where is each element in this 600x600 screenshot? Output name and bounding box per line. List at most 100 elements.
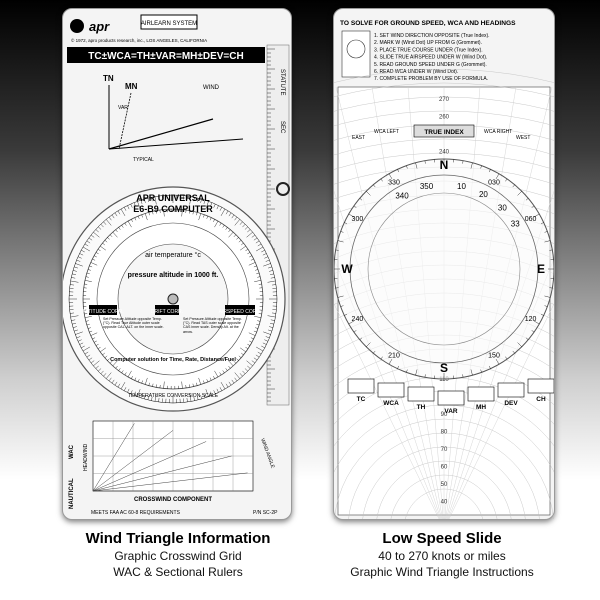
speed-scale-label: 50 [441, 482, 448, 488]
instruction-list: 1. SET WIND DIRECTION OPPOSITE (True Ind… [374, 33, 490, 82]
formula-box-label: MH [476, 404, 486, 411]
speed-scale-label: 270 [439, 97, 450, 103]
formula-box: TH [407, 386, 435, 411]
instruction-left: Set Pressure Altitude opposite Temp. (°C… [103, 317, 164, 330]
caption-right-title: Low Speed Slide [382, 530, 502, 547]
outer-compass-label: 300 [352, 216, 364, 223]
inner-compass-label: 30 [498, 204, 507, 213]
speed-scale-label: 70 [441, 447, 448, 453]
inner-compass-label: 340 [395, 191, 409, 200]
mini-instruction-disc [341, 30, 371, 78]
typical-note: TYPICAL [133, 157, 154, 163]
lanyard-ring [276, 182, 290, 196]
time-rate-label: Computer solution for Time, Rate, Distan… [110, 357, 236, 363]
speed-scale-label: 110 [439, 377, 449, 383]
caption-right-line1: 40 to 270 knots or miles [378, 549, 506, 563]
formula-label: TC±WCA=TH±VAR=MH±DEV=CH [88, 51, 243, 62]
outer-compass-label: 060 [525, 216, 537, 223]
computer-brand: APR UNIVERSAL [136, 193, 210, 203]
east-label: EAST [352, 135, 365, 141]
headwind-label: HEADWIND [83, 443, 89, 471]
formula-box-label: TH [417, 404, 426, 411]
instruction-step: 7. COMPLETE PROBLEM BY USE OF FORMULA. [374, 76, 488, 82]
formula-box: WCA [377, 382, 405, 407]
outer-compass-label: 030 [488, 179, 500, 186]
drift-corr-label: DRIFT CORR. [151, 309, 183, 315]
inner-compass-label: 20 [479, 190, 488, 199]
low-speed-slide-svg: TO SOLVE FOR GROUND SPEED, WCA AND HEADI… [0, 20, 600, 530]
apr-logo: apr [70, 19, 110, 34]
tn-label: TN [103, 74, 114, 83]
speed-scale-label: 240 [439, 150, 450, 156]
wind-triangle-diagram: TN MN VAR WIND TYPICAL [103, 74, 244, 163]
center-grommet [167, 293, 179, 305]
formula-box: MH [467, 386, 495, 411]
airspeed-corr-label: AIRSPEED CORR. [219, 309, 262, 315]
wca-left-label: WCA LEFT [374, 129, 399, 135]
conversion-label: TEMPERATURE CONVERSION SCALE [128, 393, 219, 399]
nautical-label: NAUTICAL [69, 478, 75, 509]
formula-boxes: TC WCA TH VAR MH DEV CH [347, 378, 555, 415]
e6b-front-svg: apr AIRLEARN SYSTEM © 1972, apro product… [60, 14, 290, 516]
outer-scale-ticks [69, 195, 277, 403]
formula-box: TC [347, 378, 375, 403]
sec-label: SEC [279, 121, 285, 134]
compass-s: S [440, 361, 448, 375]
var-label: VAR [118, 105, 128, 111]
low-speed-slide-panel: TO SOLVE FOR GROUND SPEED, WCA AND HEADI… [0, 8, 600, 530]
true-index-label: TRUE INDEX [424, 129, 464, 136]
altitude-corr-label: ALTITUDE CORR. [82, 309, 123, 315]
instruction-step: 1. SET WIND DIRECTION OPPOSITE (True Ind… [374, 33, 490, 39]
circular-computer[interactable]: APR UNIVERSAL E6-B9 COMPUTER air tempera… [60, 186, 286, 412]
inner-compass-label: 33 [511, 219, 520, 228]
caption-left-line2: WAC & Sectional Rulers [113, 565, 243, 579]
west-label: WEST [516, 135, 530, 141]
instructions-title: TO SOLVE FOR GROUND SPEED, WCA AND HEADI… [340, 20, 516, 27]
formula-box-label: CH [536, 396, 546, 403]
instruction-step: 2. MARK W (Wind Dot) UP FROM G (Grommet)… [374, 40, 482, 46]
wca-right-label: WCA RIGHT [484, 129, 512, 135]
speed-scale-label: 90 [441, 412, 448, 418]
speed-scale-label: 80 [441, 430, 448, 436]
inner-scale-ticks [83, 209, 263, 389]
instruction-right: Set Pressure Altitude opposite Temp. (°C… [183, 317, 242, 334]
speed-scale-label: 40 [441, 500, 448, 506]
compass-n: N [440, 158, 449, 172]
formula-box: DEV [497, 382, 525, 407]
speed-scale-label: 60 [441, 465, 448, 471]
inner-compass-label: 350 [420, 182, 434, 191]
caption-right-line2: Graphic Wind Triangle Instructions [350, 565, 534, 579]
outer-compass-label: 330 [388, 179, 400, 186]
outer-compass-label: 150 [488, 353, 500, 360]
instruction-step: 3. PLACE TRUE COURSE UNDER (True Index). [374, 47, 483, 53]
instruction-step: 5. READ GROUND SPEED UNDER G (Grommet). [374, 62, 487, 68]
formula-box-label: WCA [383, 400, 399, 407]
crosswind-label: CROSSWIND COMPONENT [134, 497, 212, 503]
instruction-step: 4. SLIDE TRUE AIRSPEED UNDER W (Wind Dot… [374, 55, 487, 61]
formula-box-label: DEV [504, 400, 518, 407]
brand-subtitle: AIRLEARN SYSTEM [141, 21, 197, 27]
outer-compass-label: 240 [352, 316, 364, 323]
caption-left-title: Wind Triangle Information [85, 530, 271, 547]
wind-label: WIND [203, 85, 220, 91]
inner-compass-label: 10 [457, 182, 466, 191]
instruction-step: 6. READ WCA UNDER W (Wind Dot). [374, 69, 458, 75]
outer-compass-label: 120 [525, 316, 537, 323]
computer-model: E6-B9 COMPUTER [133, 204, 213, 214]
e6b-front-panel: apr AIRLEARN SYSTEM © 1972, apro product… [60, 8, 292, 520]
mn-label: MN [125, 82, 138, 91]
wind-angle-label: WIND ANGLE [259, 438, 276, 470]
wac-label: WAC [69, 444, 75, 459]
formula-box: VAR [437, 390, 465, 415]
compass-w: W [341, 262, 353, 276]
outer-compass-label: 210 [388, 353, 400, 360]
formula-box-label: VAR [444, 408, 458, 415]
faa-label: MEETS FAA AC 60-8 REQUIREMENTS [91, 510, 181, 516]
air-temp-label: air temperature °c [145, 251, 201, 259]
speed-scale-label: 260 [439, 115, 450, 121]
part-number: P/N SC-2P [253, 510, 278, 516]
statute-label: STATUTE [279, 69, 285, 95]
copyright-text: © 1972, apro products research, inc., LO… [71, 37, 207, 43]
formula-box-label: TC [357, 396, 366, 403]
